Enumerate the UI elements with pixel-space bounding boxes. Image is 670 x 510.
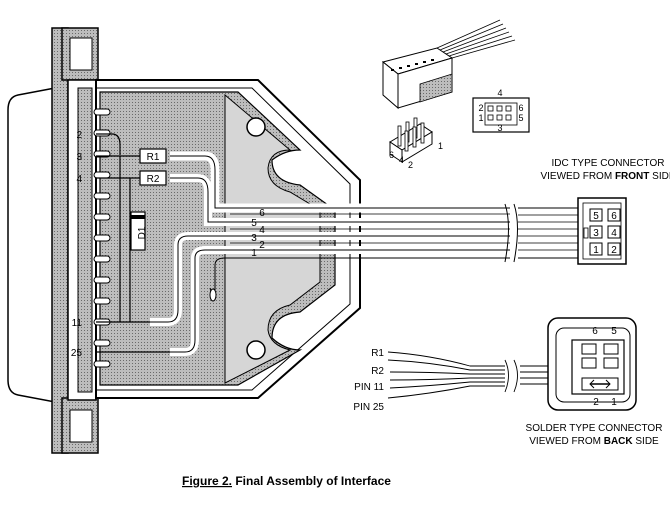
idc-small-face: 4 2 6 1 5 3 — [472, 88, 530, 133]
idc-pin-4: 4 — [611, 228, 617, 239]
resistor-r2: R2 — [139, 170, 167, 186]
ribbon-num-1: 1 — [251, 248, 257, 259]
r2-label: R2 — [147, 174, 160, 185]
db25-pin — [93, 255, 111, 263]
figure-caption: Figure 2. Final Assembly of Interface — [182, 474, 391, 488]
wire-label-pin-11: PIN 11 — [354, 382, 384, 393]
wire-label-r1: R1 — [371, 348, 384, 359]
db25-connector — [7, 27, 99, 454]
idc-small-2: 2 — [478, 103, 483, 113]
idc-pin-box — [607, 242, 621, 256]
ribbon-num-4: 4 — [259, 225, 265, 236]
idc-pin-box — [589, 208, 603, 222]
idc-pin-1: 1 — [593, 245, 599, 256]
idc-pin-2: 2 — [611, 245, 617, 256]
idc-pin-3: 3 — [593, 228, 599, 239]
pin-label-2: 2 — [76, 130, 82, 141]
wire-label-pin-25: PIN 25 — [353, 402, 384, 413]
db25-pin — [93, 339, 111, 347]
ribbon-num-2: 2 — [259, 240, 265, 251]
wire-label-r2: R2 — [371, 366, 384, 377]
idc-pin-box — [589, 242, 603, 256]
solder-pin-2: 2 — [593, 397, 599, 408]
solder-pin-6: 6 — [592, 326, 598, 337]
solder-pin-5: 5 — [611, 326, 617, 337]
db25-pin — [93, 213, 111, 221]
diode-d1: D1 — [130, 211, 148, 251]
idc-pin-box — [607, 225, 621, 239]
db25-pin — [93, 129, 111, 137]
solder-subtitle: VIEWED FROM BACK SIDE — [529, 436, 659, 447]
idc-header-1: 1 — [438, 141, 443, 151]
solder-pin-1: 1 — [611, 397, 617, 408]
solder-title: SOLDER TYPE CONNECTOR — [526, 423, 663, 434]
idc-pin-5: 5 — [593, 211, 599, 222]
r1-label: R1 — [147, 152, 160, 163]
idc-connector: 5 6 3 4 1 2 — [577, 197, 627, 265]
db25-pin — [93, 108, 111, 116]
idc-subtitle: VIEWED FROM FRONT SIDE — [540, 171, 670, 182]
idc-header-2: 2 — [408, 160, 413, 170]
d1-label: D1 — [137, 226, 148, 239]
pin-label-3: 3 — [76, 152, 82, 163]
db25-pin — [93, 276, 111, 284]
screw-hole-top — [246, 117, 266, 137]
db25-pin — [93, 297, 111, 305]
pin-labels: 2 3 4 11 25 — [71, 130, 83, 359]
pin-label-11: 11 — [72, 318, 83, 329]
db25-pin — [93, 192, 111, 200]
idc-small-5: 5 — [518, 113, 523, 123]
idc-title: IDC TYPE CONNECTOR — [552, 158, 665, 169]
db25-pin — [93, 360, 111, 368]
idc-small-6: 6 — [518, 103, 523, 113]
ribbon-num-6: 6 — [259, 208, 265, 219]
db25-flange — [51, 27, 69, 454]
pin-label-4: 4 — [76, 174, 82, 185]
idc-small-1: 1 — [478, 113, 483, 123]
db25-mating-body — [7, 87, 56, 403]
idc-pin-6: 6 — [611, 211, 617, 222]
solder-connector: 6 5 2 1 — [547, 317, 637, 411]
idc-header-6: 6 — [389, 150, 394, 160]
ribbon-cable — [150, 151, 578, 356]
internal-wiring — [96, 133, 170, 353]
ribbon-num-5: 5 — [251, 218, 257, 229]
db25-pin — [93, 234, 111, 242]
resistor-r1: R1 — [139, 148, 167, 164]
pin-row — [93, 108, 111, 368]
idc-pin-box — [607, 208, 621, 222]
screw-hole-bottom — [246, 340, 266, 360]
idc-header-4: 4 — [399, 155, 404, 165]
pin-label-25: 25 — [71, 348, 83, 359]
idc-key — [583, 227, 589, 239]
ribbon-num-3: 3 — [251, 233, 257, 244]
idc-small-3: 3 — [497, 123, 502, 133]
idc-header-3d: 6 4 2 1 — [389, 117, 443, 170]
idc-pin-box — [589, 225, 603, 239]
db25-pin — [93, 171, 111, 179]
idc-plug-3d — [381, 19, 516, 110]
idc-small-4: 4 — [497, 88, 502, 98]
